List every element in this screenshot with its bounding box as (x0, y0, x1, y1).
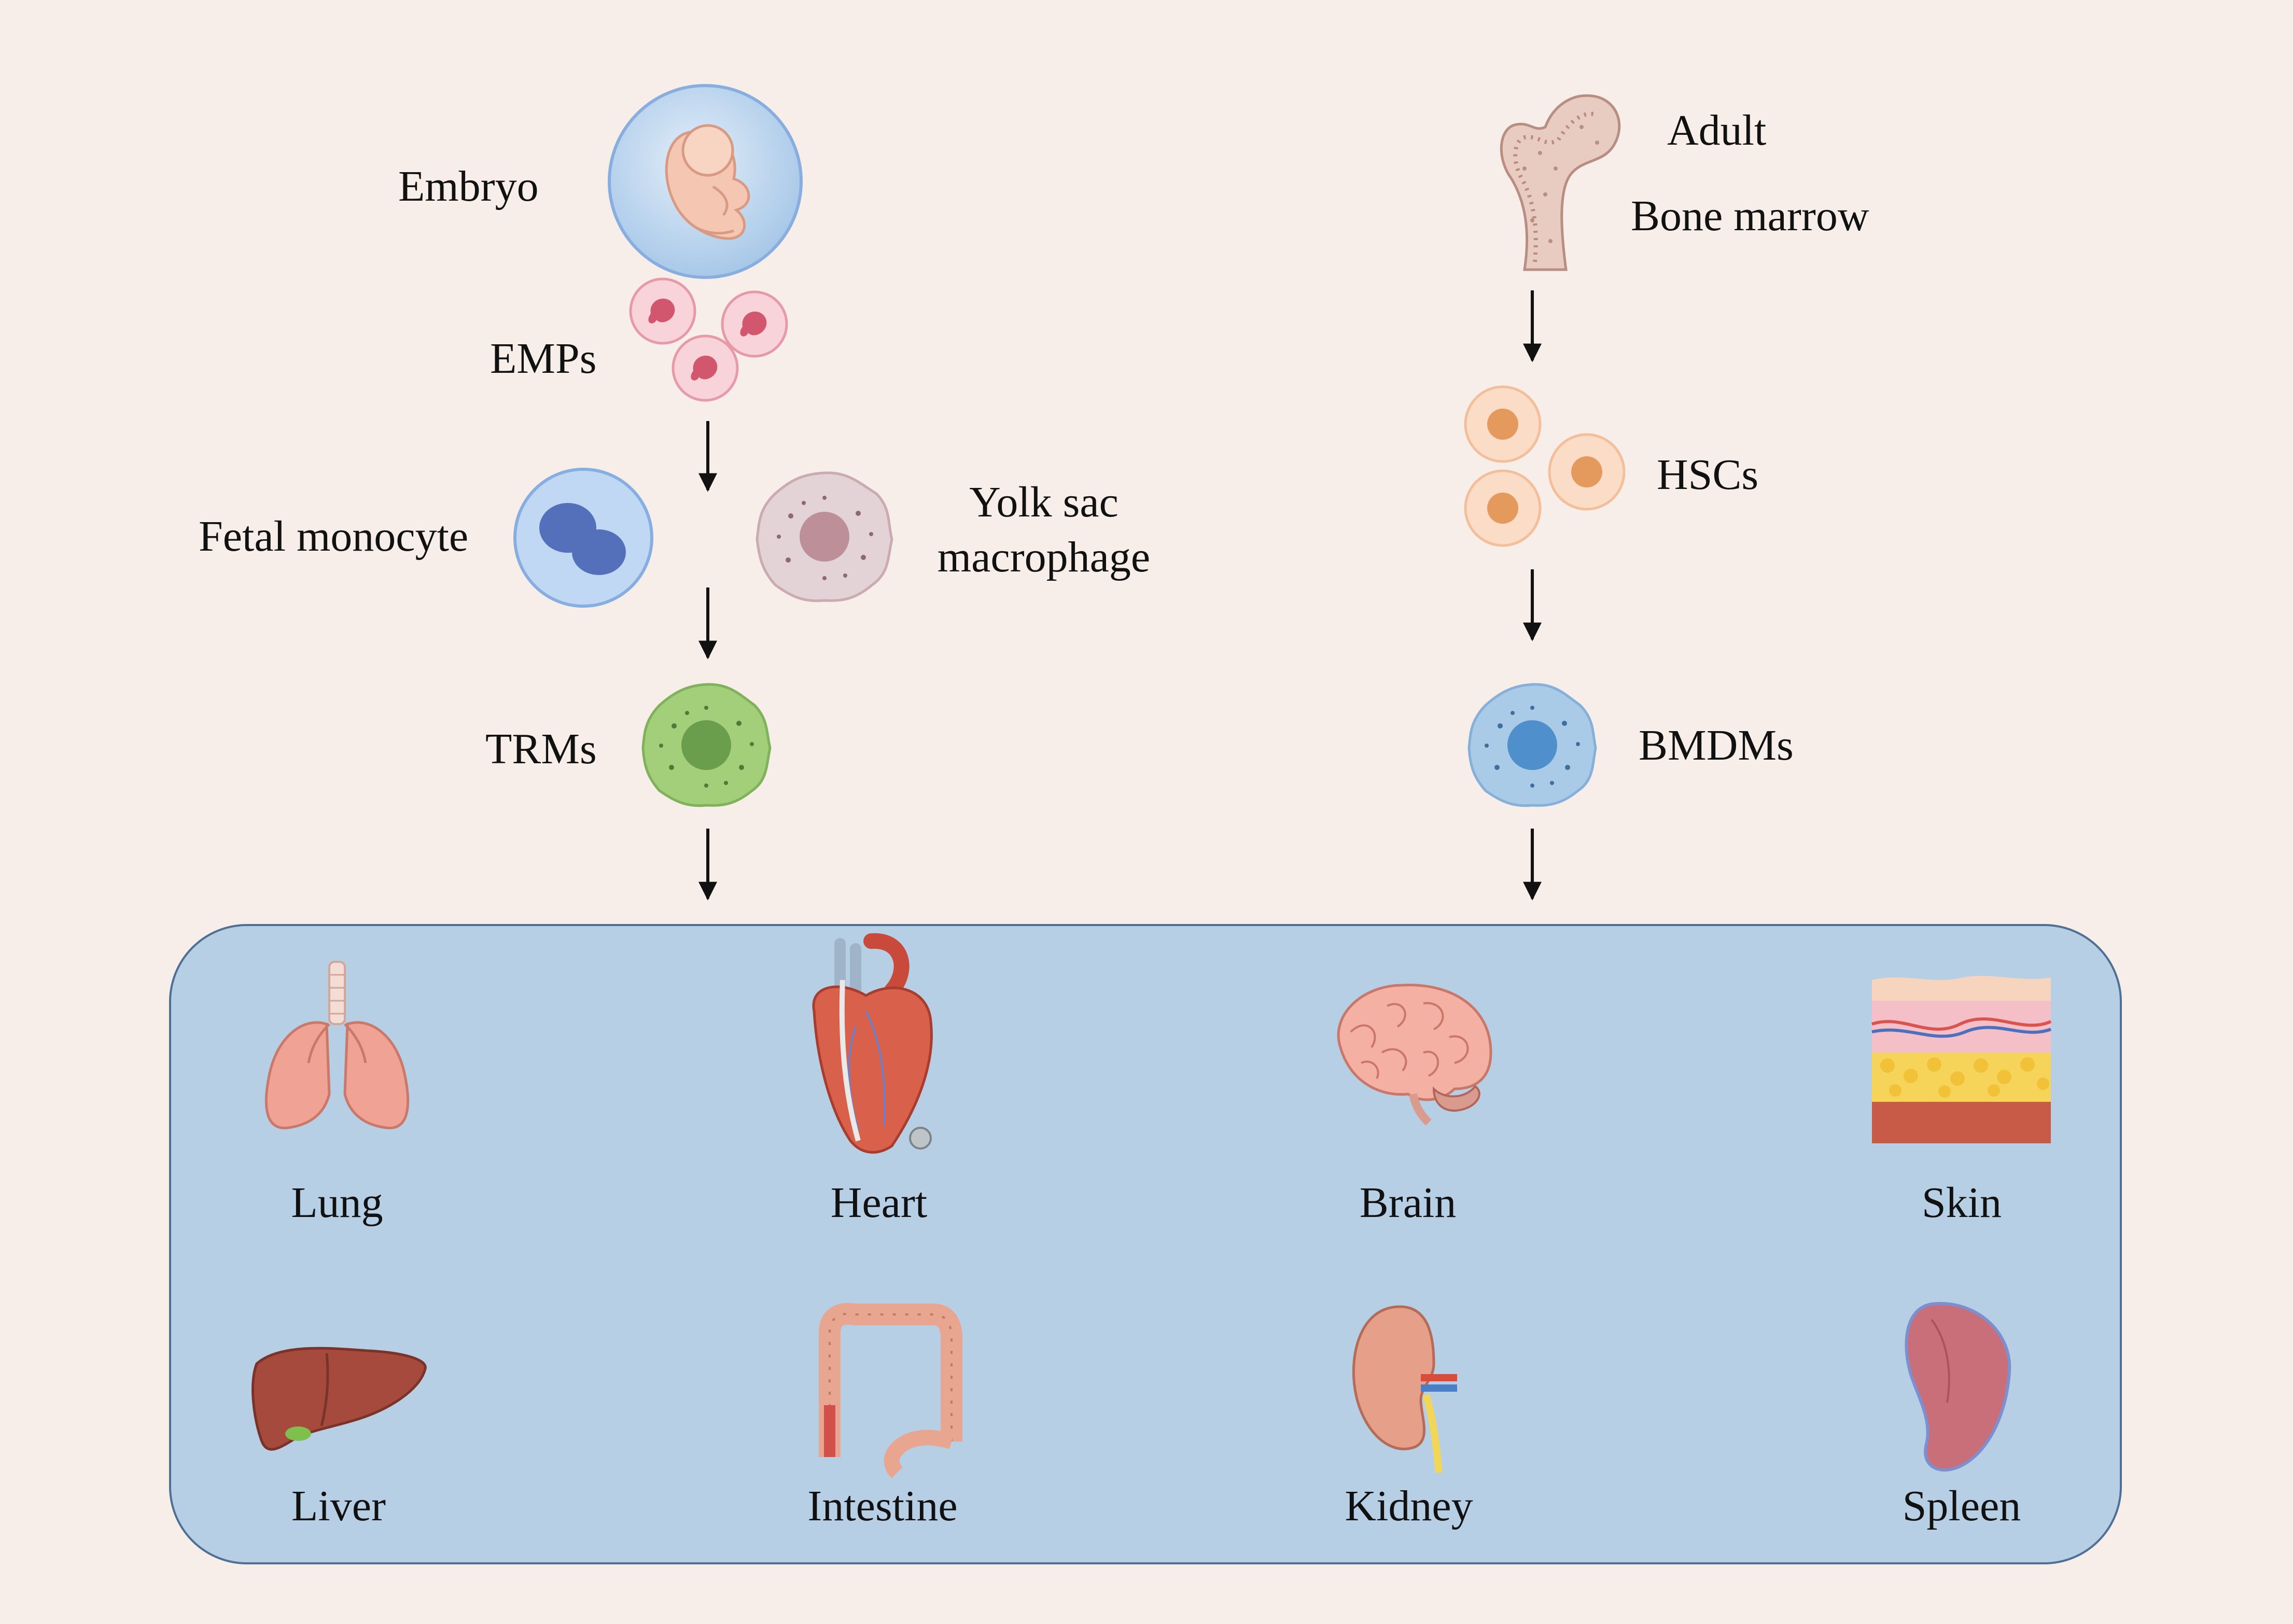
organ-label-skin: Skin (1921, 1179, 2002, 1227)
organ-label-kidney: Kidney (1345, 1482, 1473, 1530)
heart-icon (812, 933, 933, 1154)
bmdms-icon (1467, 683, 1597, 807)
organ-label-lung: Lung (291, 1179, 383, 1227)
yolk-sac-label-line1: Yolk sac (969, 478, 1118, 526)
embryo-icon (608, 84, 803, 279)
organ-label-brain: Brain (1359, 1179, 1457, 1227)
hscs-label: HSCs (1657, 451, 1759, 499)
bone-marrow-label: Bone marrow (1631, 192, 1869, 240)
lung-icon (264, 961, 410, 1129)
brain-icon (1337, 984, 1492, 1126)
trms-label: TRMs (485, 725, 597, 773)
kidney-icon (1352, 1305, 1457, 1473)
spleen-icon (1905, 1301, 2011, 1472)
yolk-sac-macrophage-icon (756, 471, 893, 603)
emps-icon (629, 277, 788, 402)
adult-label: Adult (1667, 106, 1767, 155)
liver-icon (251, 1347, 427, 1451)
organ-label-liver: Liver (291, 1482, 386, 1530)
organ-label-intestine: Intestine (807, 1482, 958, 1530)
skin-icon (1871, 976, 2052, 1143)
fetal-monocyte-label: Fetal monocyte (199, 512, 469, 561)
organ-label-spleen: Spleen (1902, 1482, 2021, 1530)
trms-icon (641, 683, 772, 807)
fetal-monocyte-icon (513, 468, 653, 608)
embryo-label: Embryo (398, 162, 539, 211)
hscs-icon (1464, 385, 1626, 547)
emps-label: EMPs (490, 334, 597, 383)
organ-panel (169, 924, 2122, 1564)
organ-label-heart: Heart (830, 1179, 928, 1227)
intestine-icon (819, 1303, 962, 1478)
yolk-sac-label-line2: macrophage (937, 533, 1151, 581)
bone-marrow-icon (1500, 94, 1621, 271)
bmdms-label: BMDMs (1639, 721, 1794, 769)
